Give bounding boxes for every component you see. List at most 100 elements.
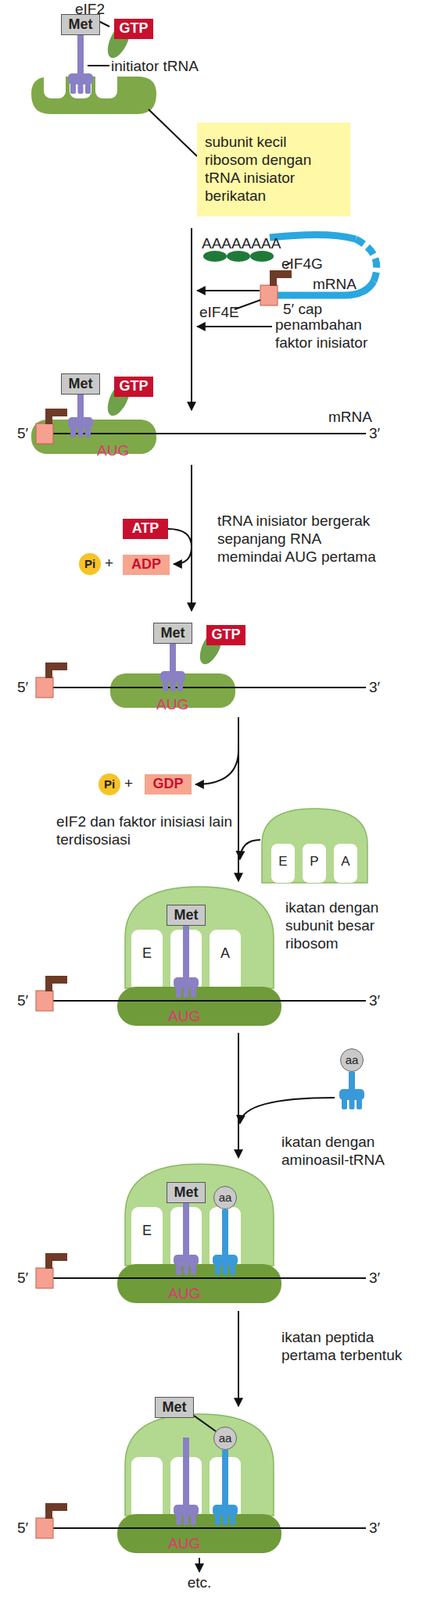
trna-anticodon	[175, 987, 182, 999]
trna-anticodon	[175, 1264, 182, 1276]
annotation-label: 3′	[369, 1269, 380, 1288]
phosphate-circle: Pi	[78, 553, 101, 576]
mrna-strand	[43, 1278, 366, 1280]
trna-body	[160, 671, 186, 683]
annotation-label: +	[104, 554, 114, 573]
trna-anticodon	[356, 1099, 362, 1111]
peptide-bond	[193, 1416, 216, 1433]
annotation-label: 3′	[369, 678, 380, 697]
flow-arrow	[190, 228, 193, 411]
node-text: GTP	[118, 20, 148, 38]
trna-anticodon	[162, 680, 169, 692]
annotation-label: etc.	[183, 1574, 215, 1593]
trna-anticodon	[170, 680, 176, 692]
annotation-label: 3′	[369, 992, 380, 1011]
trna-anticodon	[215, 1264, 221, 1276]
eif4g-protein	[45, 1254, 53, 1270]
ribosome-site	[131, 1207, 163, 1271]
node-text: Pi	[103, 777, 115, 792]
eif4g-protein	[45, 662, 53, 679]
ribosome-site	[131, 930, 163, 993]
trna-body	[173, 1505, 199, 1517]
annotation-label: 3′	[369, 1519, 380, 1538]
trna-stem	[222, 1451, 229, 1509]
node-text: ATP	[132, 520, 160, 538]
node-text: ADP	[131, 556, 162, 574]
node-text: aa	[218, 1191, 233, 1206]
node-text: Met	[174, 1185, 199, 1203]
nucleotide-box: GTP	[206, 625, 246, 646]
trna-anticodon	[70, 82, 76, 94]
ribosome-site	[302, 844, 327, 884]
ribosome-site	[209, 1207, 241, 1271]
trna-anticodon	[190, 1264, 197, 1276]
cap-eif4e	[35, 991, 54, 1012]
codon-label: AUG	[168, 1535, 201, 1554]
trna-anticodon	[85, 82, 91, 94]
codon-label: AUG	[168, 1285, 201, 1304]
node-text: Met	[68, 16, 94, 34]
annotation-label: 5′	[17, 1269, 29, 1288]
node-text: GTP	[211, 627, 241, 645]
annotation-label: eIF4E	[199, 303, 240, 322]
trna-stem	[169, 644, 176, 675]
annotation-label: 5′	[17, 678, 29, 697]
met-box: Met	[166, 1182, 206, 1204]
trna-body	[173, 1255, 199, 1267]
small-subunit	[117, 1515, 282, 1555]
trna-stem	[182, 926, 190, 982]
trna-stem	[222, 1210, 229, 1259]
ribosome-site	[131, 1458, 163, 1521]
amino-acid-circle: aa	[213, 1427, 237, 1452]
trna-anticodon	[175, 1515, 182, 1527]
leader-line	[87, 64, 110, 67]
ribosome-site	[271, 844, 295, 884]
annotation-label: 5′	[17, 1519, 29, 1538]
node-text: Met	[161, 625, 186, 643]
trna-stem	[182, 1438, 190, 1509]
join-arrow	[240, 1098, 335, 1125]
node-text: Met	[162, 1400, 187, 1418]
node-text: aa	[345, 1053, 359, 1068]
trna-anticodon	[190, 987, 197, 999]
trna-anticodon	[183, 987, 190, 999]
trna-anticodon	[183, 1264, 190, 1276]
annotation-label: tRNA inisiator bergerak sepanjang RNA me…	[217, 512, 378, 567]
trna-anticodon	[183, 1515, 190, 1527]
ribosome-site	[43, 70, 66, 99]
annotation-label: 3′	[369, 424, 380, 443]
trna-anticodon	[78, 426, 84, 438]
node-text: GTP	[118, 378, 148, 396]
met-box: Met	[153, 623, 193, 645]
annotation-label: eIF2	[75, 0, 105, 18]
met-box: Met	[60, 14, 101, 36]
trna-body	[173, 978, 199, 989]
cap-eif4e	[35, 423, 54, 445]
mrna-strand	[43, 1528, 366, 1531]
annotation-label: E	[275, 854, 291, 871]
mrna-strand	[43, 1000, 366, 1003]
annotation-label: 5′	[17, 992, 29, 1011]
trna-anticodon	[70, 426, 76, 438]
trna-anticodon	[78, 82, 84, 94]
ribosome-site	[209, 930, 241, 993]
polya-binding-protein	[226, 250, 251, 262]
trna-anticodon	[177, 680, 183, 692]
flow-arrow	[237, 1033, 240, 1159]
atp-arrow	[168, 529, 192, 565]
nucleotide-box: GTP	[114, 376, 154, 398]
note-box: subunit kecil ribosom dengan tRNA inisia…	[197, 122, 351, 217]
branch-arrow	[197, 290, 260, 292]
release-arrow	[195, 750, 239, 785]
branch-arrow	[197, 326, 273, 328]
trna-anticodon	[190, 1515, 197, 1527]
trna-body	[68, 417, 94, 429]
annotation-label: 5′	[17, 424, 29, 443]
small-subunit	[117, 1264, 282, 1305]
annotation-label: ikatan dengan aminoasil-tRNA	[281, 1133, 423, 1170]
small-subunit	[31, 419, 157, 455]
annotation-label: P	[306, 854, 323, 871]
eif4g-protein	[45, 408, 53, 425]
annotation-label: eIF4G	[281, 254, 323, 273]
trna-anticodon	[229, 1264, 236, 1276]
